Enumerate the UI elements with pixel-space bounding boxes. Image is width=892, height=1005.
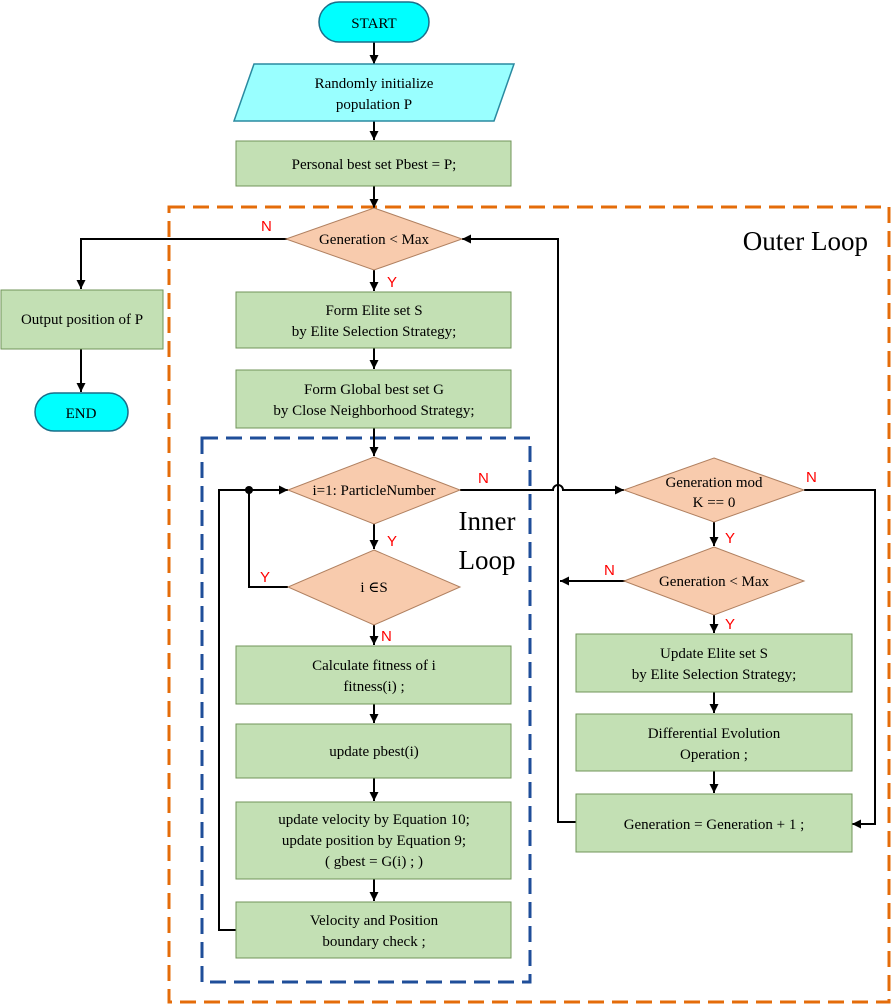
- node-start-label: START: [351, 16, 396, 32]
- node-elite-line-1: Form Elite set S: [325, 303, 422, 319]
- node-gen-check-2: Generation < Max: [622, 546, 806, 616]
- node-fitness-line-2: fitness(i) ;: [343, 679, 404, 695]
- node-boundary-line-2: boundary check ;: [322, 934, 425, 950]
- node-gen-inc-label: Generation = Generation + 1 ;: [624, 817, 805, 833]
- node-gen-mod: Generation mod K == 0: [622, 457, 806, 523]
- label-gen-mod-yes: Y: [725, 530, 735, 547]
- node-in-s: i ∈S: [286, 549, 462, 626]
- edge-ins-yes-loop: [248, 485, 288, 588]
- node-update-velocity-line-1: update velocity by Equation 10;: [278, 812, 470, 828]
- node-gen-check-label: Generation < Max: [319, 232, 430, 248]
- node-differential-evolution: Differential Evolution Operation ;: [575, 713, 853, 772]
- node-global-line-2: by Close Neighborhood Strategy;: [273, 403, 474, 419]
- node-update-velocity: update velocity by Equation 10; update p…: [235, 801, 512, 880]
- node-end: END: [34, 392, 129, 432]
- inner-loop-label-2: Loop: [459, 545, 516, 575]
- label-particle-no: N: [478, 470, 489, 487]
- node-gen-mod-line-2: K == 0: [693, 495, 736, 511]
- node-de-line-2: Operation ;: [680, 747, 748, 763]
- node-fitness: Calculate fitness of i fitness(i) ;: [235, 645, 512, 705]
- label-particle-yes: Y: [387, 533, 397, 550]
- node-update-elite-line-1: Update Elite set S: [660, 646, 768, 662]
- label-gen-check-yes: Y: [387, 274, 397, 291]
- node-boundary-line-1: Velocity and Position: [310, 913, 439, 929]
- node-gen-check: Generation < Max: [284, 207, 464, 271]
- node-update-velocity-line-3: ( gbest = G(i) ; ): [325, 854, 423, 870]
- outer-loop-frame: [167, 205, 891, 1004]
- inner-loop-frame: [200, 436, 532, 984]
- node-de-line-1: Differential Evolution: [648, 726, 781, 742]
- node-gen-check-2-label: Generation < Max: [659, 574, 770, 590]
- edge-boundary-loopback: [218, 489, 249, 931]
- label-gen-mod-no: N: [806, 469, 817, 486]
- node-update-pbest: update pbest(i): [235, 723, 512, 779]
- node-gen-mod-line-1: Generation mod: [665, 475, 763, 491]
- node-output-label: Output position of P: [21, 312, 143, 328]
- node-update-elite: Update Elite set S by Elite Selection St…: [575, 633, 853, 693]
- edges: [76, 41, 876, 931]
- label-in-s-yes: Y: [260, 569, 270, 586]
- node-pbest-set-label: Personal best set Pbest = P;: [292, 157, 457, 173]
- node-output: Output position of P: [0, 289, 164, 350]
- node-update-elite-line-2: by Elite Selection Strategy;: [632, 667, 797, 683]
- node-particle-loop: i=1: ParticleNumber: [286, 456, 462, 525]
- node-generation-increment: Generation = Generation + 1 ;: [575, 793, 853, 853]
- node-update-velocity-line-2: update position by Equation 9;: [282, 833, 466, 849]
- node-elite: Form Elite set S by Elite Selection Stra…: [235, 291, 512, 349]
- node-pbest-set: Personal best set Pbest = P;: [235, 140, 512, 187]
- node-fitness-line-1: Calculate fitness of i: [312, 658, 436, 674]
- label-in-s-no: N: [381, 628, 392, 645]
- node-init-line-2: population P: [336, 97, 412, 113]
- node-global: Form Global best set G by Close Neighbor…: [235, 369, 512, 429]
- inner-loop-label-1: Inner: [459, 506, 516, 536]
- label-gen-check-no: N: [261, 218, 272, 235]
- node-update-pbest-label: update pbest(i): [329, 744, 419, 760]
- label-gen-check-2-no: N: [604, 562, 615, 579]
- node-start: START: [318, 1, 430, 43]
- node-init-line-1: Randomly initialize: [315, 76, 434, 92]
- node-boundary: Velocity and Position boundary check ;: [235, 901, 512, 959]
- node-in-s-label: i ∈S: [360, 580, 387, 596]
- node-particle-loop-label: i=1: ParticleNumber: [312, 483, 435, 499]
- edge-genmod-no: [804, 489, 876, 829]
- node-global-line-1: Form Global best set G: [304, 382, 444, 398]
- node-init: Randomly initialize population P: [232, 63, 516, 122]
- outer-loop-label: Outer Loop: [743, 226, 868, 256]
- edge-gencheck-output: [76, 238, 287, 289]
- edge-geninc-return: [462, 234, 576, 823]
- node-elite-line-2: by Elite Selection Strategy;: [292, 324, 457, 340]
- label-gen-check-2-yes: Y: [725, 616, 735, 633]
- node-end-label: END: [66, 406, 97, 422]
